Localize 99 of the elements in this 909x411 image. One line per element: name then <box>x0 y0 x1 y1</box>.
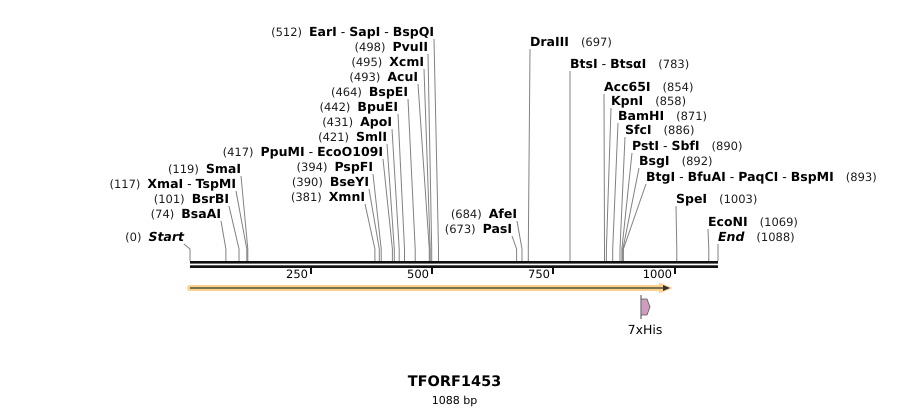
enzyme-name: PstI - SbfI <box>632 139 700 153</box>
tick-label: 750 <box>528 267 550 281</box>
enzyme-name: SpeI <box>676 192 708 206</box>
enzyme-name: SmaI <box>206 162 241 176</box>
site-position: (74) <box>150 207 174 221</box>
leader-line <box>428 54 432 262</box>
site-position: (673) <box>444 222 476 236</box>
enzyme-name: SfcI <box>625 123 652 137</box>
feature-label: 7xHis <box>628 323 662 337</box>
site-position: (390) <box>292 175 323 189</box>
enzyme-name: XmaI - TspMI <box>147 177 236 191</box>
leader-line <box>368 188 380 262</box>
enzyme-name: BtgI - BfuAI - PaqCI - BspMI <box>646 170 834 184</box>
site-position: (117) <box>109 177 140 191</box>
sequence-end-label: End <box>718 230 744 244</box>
site-position: (421) <box>318 130 350 144</box>
enzyme-name: PasI <box>482 222 512 236</box>
enzyme-name: BsrBI <box>192 192 229 206</box>
sequence-backbone <box>190 261 718 268</box>
leader-line <box>621 152 632 262</box>
leader-line <box>398 114 405 262</box>
leader-line <box>364 204 376 262</box>
leader-line <box>228 206 240 262</box>
site-position: (394) <box>296 160 328 174</box>
leader-line <box>612 122 618 262</box>
site-position: (783) <box>658 57 690 71</box>
tick-label: 250 <box>286 267 308 281</box>
site-position: (417) <box>222 145 254 159</box>
enzyme-name: BsaAI <box>181 207 221 221</box>
site-position: (1003) <box>719 192 758 206</box>
enzyme-name: BtsI - BtsαI <box>570 57 646 71</box>
enzyme-name: EcoNI <box>708 215 748 229</box>
site-position: (893) <box>846 170 877 184</box>
leader-line <box>622 184 646 262</box>
enzyme-name: PspFI <box>334 160 373 174</box>
enzyme-name: EarI - SapI - BspQI <box>309 25 434 39</box>
leader-line <box>372 174 382 262</box>
site-position: (886) <box>664 123 694 137</box>
enzyme-name: BseYI <box>330 175 369 189</box>
leader-line <box>434 38 439 262</box>
leader-line <box>676 206 678 262</box>
site-position: (697) <box>580 35 612 49</box>
leader-line <box>392 128 400 262</box>
leader-line <box>708 228 710 262</box>
site-position: (493) <box>349 70 380 84</box>
enzyme-name: AfeI <box>488 207 517 221</box>
site-position: (101) <box>154 192 185 206</box>
leader-line <box>622 168 640 262</box>
site-position: (495) <box>351 55 382 69</box>
leader-line <box>512 236 518 262</box>
leader-line <box>516 220 522 262</box>
tick-label: 1000 <box>642 267 672 281</box>
leader-line <box>606 108 612 262</box>
leader-line <box>408 98 416 262</box>
leader-line <box>386 144 395 262</box>
site-position: (512) <box>271 25 302 39</box>
leader-line <box>220 220 226 262</box>
leader-line <box>382 158 393 262</box>
site-position: (1088) <box>756 230 795 244</box>
leader-line <box>604 94 605 262</box>
site-position: (684) <box>450 207 482 221</box>
enzyme-name: BsgI <box>639 154 670 168</box>
site-position: (854) <box>662 80 694 94</box>
enzyme-name: BamHI <box>618 109 664 123</box>
leader-line <box>236 190 248 262</box>
tick-label: 500 <box>407 267 429 281</box>
enzyme-name: SmlI <box>356 130 387 144</box>
sequence-length: 1088 bp <box>432 394 478 407</box>
enzyme-name: ApoI <box>360 115 392 129</box>
enzyme-name: XmnI <box>328 190 365 204</box>
enzyme-name: KpnI <box>611 94 644 108</box>
site-position: (498) <box>354 40 386 54</box>
enzyme-name: BspEI <box>368 85 408 99</box>
sequence-end-label: Start <box>148 230 184 244</box>
leader-line <box>424 68 431 262</box>
site-position: (858) <box>655 94 686 108</box>
enzyme-name: PpuMI - EcoO109I <box>260 145 383 159</box>
leader-line <box>184 244 190 262</box>
site-position: (464) <box>330 85 362 99</box>
site-position: (442) <box>319 100 350 114</box>
site-position: (119) <box>168 162 199 176</box>
map-title: TFORF1453 <box>408 374 502 390</box>
site-position: (892) <box>682 154 713 168</box>
site-position: (381) <box>290 190 322 204</box>
leader-line <box>418 84 430 262</box>
site-position: (871) <box>676 109 708 123</box>
enzyme-name: BpuEI <box>357 100 398 114</box>
enzyme-name: AcuI <box>387 70 418 84</box>
enzyme-name: XcmI <box>389 55 424 69</box>
leader-line <box>528 48 530 262</box>
site-position: (890) <box>712 139 742 153</box>
site-position: (431) <box>322 115 354 129</box>
enzyme-name: Acc65I <box>604 80 651 94</box>
leader-line <box>240 176 248 262</box>
enzyme-name: DraIII <box>530 35 569 49</box>
leader-line <box>620 136 626 262</box>
site-position: (1069) <box>760 215 798 229</box>
enzyme-name: PvuII <box>392 40 428 54</box>
site-position: (0) <box>125 230 142 244</box>
